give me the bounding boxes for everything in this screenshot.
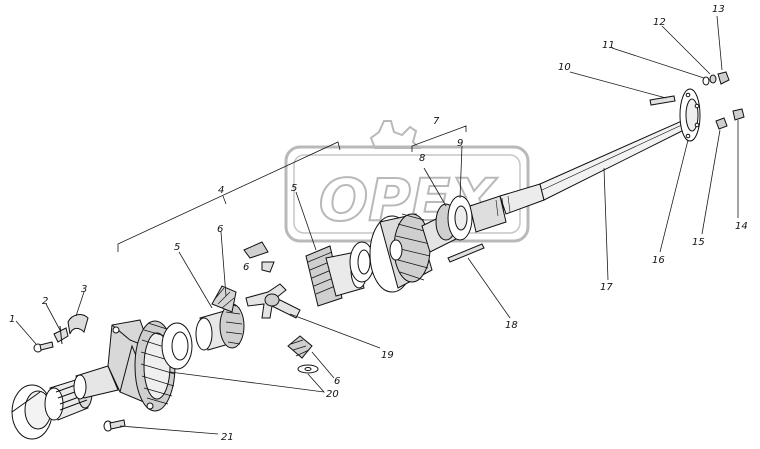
callout-4: 4 — [218, 185, 224, 196]
part-bearing-race — [11, 384, 53, 440]
bracket-group-4 — [117, 141, 341, 252]
part-washer-11 — [702, 76, 710, 86]
part-bolt-14 — [732, 108, 745, 121]
callout-12: 12 — [653, 17, 666, 28]
part-washer-12 — [709, 74, 717, 84]
part-bolt-1 — [33, 341, 54, 353]
callout-6-upper: 6 — [217, 224, 223, 235]
leader-8 — [423, 167, 447, 207]
leader-10 — [569, 71, 667, 99]
leader-lines — [15, 15, 739, 435]
part-lock-2 — [53, 325, 69, 345]
callout-8: 8 — [419, 153, 425, 164]
leader-12 — [661, 25, 711, 75]
part-spider-cross — [245, 283, 301, 319]
callout-5-left: 5 — [174, 242, 180, 253]
leader-11 — [611, 47, 705, 79]
leader-3 — [75, 291, 85, 317]
callout-17: 17 — [600, 282, 613, 293]
leader-20 — [169, 371, 326, 393]
callout-16: 16 — [652, 255, 665, 266]
callout-7: 7 — [433, 116, 440, 127]
callout-9: 9 — [457, 138, 463, 149]
leader-15 — [701, 129, 721, 235]
part-differential-case — [73, 319, 176, 412]
part-pinion-gear-upper — [211, 285, 237, 313]
leader-13 — [716, 15, 723, 71]
part-ring-gear-case — [369, 213, 433, 293]
callout-19: 19 — [381, 350, 394, 361]
part-pin-18 — [447, 243, 485, 263]
callout-20: 20 — [326, 389, 339, 400]
callout-18: 18 — [505, 320, 518, 331]
leader-9 — [459, 145, 463, 199]
bracket-group-7 — [411, 125, 467, 152]
leader-6-lower — [311, 351, 335, 379]
leader-16 — [659, 139, 689, 253]
part-stud-10 — [649, 95, 676, 106]
callout-6-middle: 6 — [243, 262, 249, 273]
leader-17 — [603, 167, 609, 281]
part-pinion-lower — [287, 335, 319, 374]
part-thrust-washer — [161, 322, 193, 370]
leader-19 — [289, 313, 381, 349]
callout-1: 1 — [9, 314, 15, 325]
leader-6-upper — [220, 231, 227, 297]
part-thrust-washer-middle — [349, 241, 375, 283]
leader-2 — [45, 303, 61, 331]
part-nut-13 — [717, 71, 730, 85]
part-nut-15 — [715, 117, 728, 130]
leader-1 — [15, 320, 37, 345]
part-axle-shaft — [469, 119, 689, 233]
leader-21 — [119, 425, 219, 435]
callout-14: 14 — [735, 221, 748, 232]
callout-11: 11 — [602, 40, 615, 51]
callout-2: 2 — [42, 296, 48, 307]
part-flange — [679, 88, 701, 142]
callout-21: 21 — [221, 432, 234, 443]
part-shaft-bearing — [421, 195, 473, 253]
part-pinion-top — [243, 241, 275, 273]
leader-18 — [467, 257, 511, 319]
leader-5-right — [295, 191, 317, 251]
watermark-gear — [369, 120, 422, 149]
bracket-tick-group-4 — [222, 195, 227, 205]
callout-5-right: 5 — [291, 183, 297, 194]
callout-3: 3 — [81, 284, 87, 295]
part-side-gear-left — [195, 303, 245, 351]
callout-15: 15 — [692, 237, 705, 248]
callout-13: 13 — [712, 4, 725, 15]
leader-5-left — [178, 251, 213, 309]
part-roller-bearing — [44, 377, 93, 421]
part-plate-3 — [67, 314, 89, 335]
callout-labels: 1 2 3 4 5 5 6 6 7 8 9 10 11 12 13 14 15 … — [9, 4, 748, 443]
part-bolt-21 — [103, 419, 126, 432]
callout-6-lower: 6 — [334, 376, 340, 387]
callout-10: 10 — [558, 62, 571, 73]
